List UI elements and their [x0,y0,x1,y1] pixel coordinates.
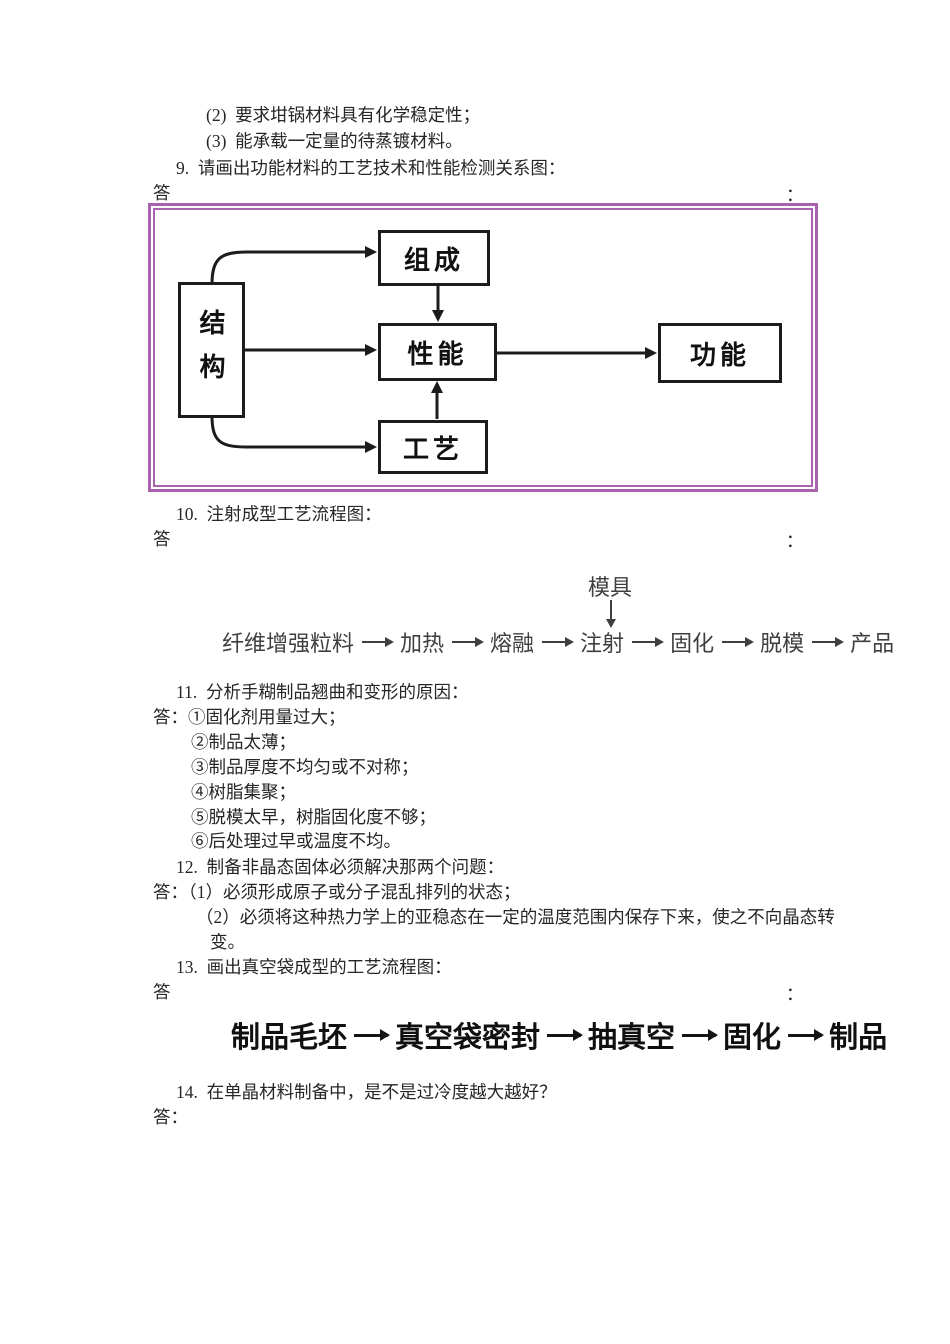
list-item-2: (2) 要求坩锅材料具有化学稳定性； [206,105,481,125]
right-arrow-icon [542,637,575,647]
question-11-answer-2: ②制品太薄； [191,732,296,752]
question-11-answer-6: ⑥后处理过早或温度不均。 [191,831,401,851]
question-9-answer-colon: ： [786,185,804,205]
diagram-box-function: 功能 [658,323,782,383]
question-13-answer-colon: ： [786,984,804,1004]
question-11-heading: 11. 分析手糊制品翘曲和变形的原因： [176,682,469,702]
flow13-step: 制品 [829,1022,888,1054]
flow10-mold-down-arrow-icon [606,600,616,628]
flow10-step: 注射 [580,631,625,656]
question-13-heading: 13. 画出真空袋成型的工艺流程图： [176,957,452,977]
right-arrow-icon [547,1028,584,1041]
list-item-3: (3) 能承载一定量的待蒸镀材料。 [206,131,463,151]
flow13-row: 制品毛坯 真空袋密封 抽真空 固化 制品 [231,1014,887,1056]
diagram-box-property: 性能 [378,323,497,381]
right-arrow-icon [722,637,755,647]
figure-inner-border [153,208,813,487]
right-arrow-icon [362,637,395,647]
flow13-step: 固化 [723,1022,782,1054]
right-arrow-icon [682,1028,719,1041]
question-10-answer-label: 答 [153,529,171,549]
question-11-answer-5: ⑤脱模太早，树脂固化度不够； [191,807,436,827]
diagram-box-structure: 结构 [178,282,245,418]
flow10-step: 固化 [670,631,715,656]
right-arrow-icon [788,1028,825,1041]
question-10-answer-colon: ： [786,531,804,551]
question-12-answer-3: 变。 [210,932,245,952]
flow10-step: 产品 [850,631,895,656]
flow10-step: 加热 [400,631,445,656]
right-arrow-icon [452,637,485,647]
question-11-answer-4: ④树脂集聚； [191,782,296,802]
right-arrow-icon [632,637,665,647]
question-14-answer-label: 答： [153,1107,188,1127]
question-12-answer-2: （2）必须将这种热力学上的亚稳态在一定的温度范围内保存下来，使之不向晶态转 [196,907,835,927]
question-14-heading: 14. 在单晶材料制备中，是不是过冷度越大越好？ [176,1082,557,1102]
question-12-answer-1: 答：（1）必须形成原子或分子混乱排列的状态； [153,882,521,902]
flow13-step: 制品毛坯 [231,1022,348,1054]
flow10-row: 纤维增强粒料 加热 熔融 注射 固化 脱模 产品 [222,626,894,658]
flow10-step: 纤维增强粒料 [222,631,355,656]
question-11-answer-1: 答：①固化剂用量过大； [153,707,346,727]
diagram-connectors [210,246,657,453]
question-9-answer-label: 答 [153,183,171,203]
diagram-box-composition: 组成 [378,230,490,286]
flow13-step: 抽真空 [588,1022,676,1054]
flow10-step: 熔融 [490,631,535,656]
flow13-step: 真空袋密封 [395,1022,541,1054]
question-10-heading: 10. 注射成型工艺流程图： [176,504,382,524]
question-11-answer-3: ③制品厚度不均匀或不对称； [191,757,419,777]
question-13-answer-label: 答 [153,982,171,1002]
diagram-box-process: 工艺 [378,420,488,474]
question-12-heading: 12. 制备非晶态固体必须解决那两个问题： [176,857,505,877]
right-arrow-icon [812,637,845,647]
right-arrow-icon [354,1028,391,1041]
question-9-heading: 9. 请画出功能材料的工艺技术和性能检测关系图： [176,158,566,178]
flow10-mold-label: 模具 [588,575,633,600]
flow10-step: 脱模 [760,631,805,656]
figure-structure-property-diagram: 结构 组成 性能 工艺 功能 [148,203,818,492]
